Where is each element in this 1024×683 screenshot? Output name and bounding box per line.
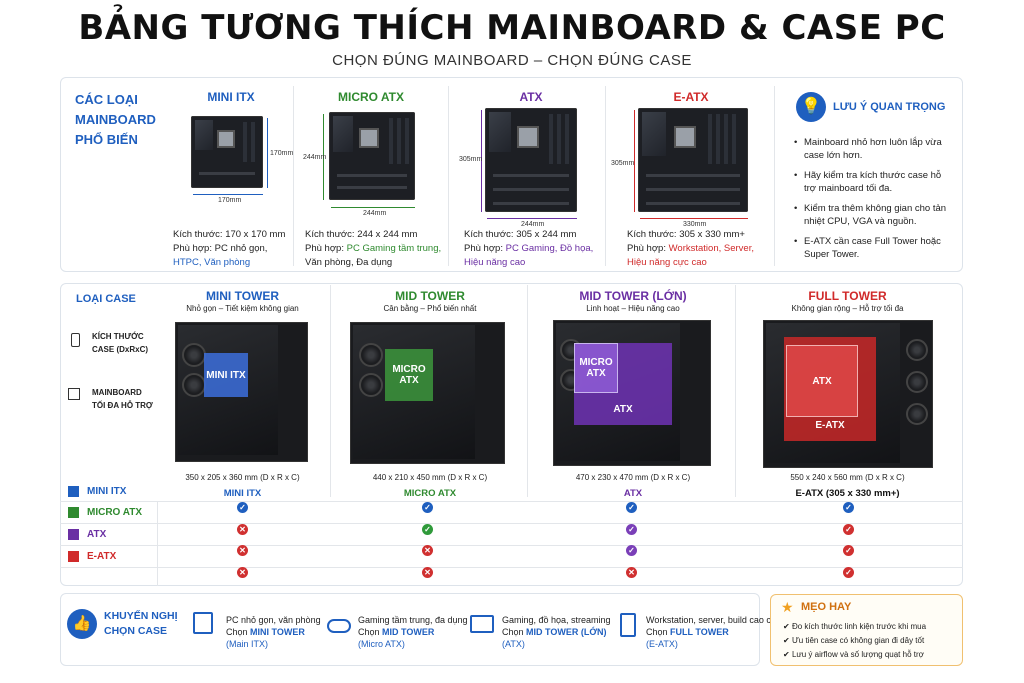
case-max-mid-tower: MICRO ATX	[403, 488, 457, 499]
case-max-full-tower: E-ATX (305 x 330 mm+)	[795, 488, 900, 499]
case-max-mid-tower-large: ATX	[623, 488, 643, 499]
micro-atx-overlay-large: MICRO ATX	[574, 343, 618, 393]
case-name-mid-tower: MID TOWER	[395, 289, 465, 303]
legend-atx-swatch	[68, 529, 79, 540]
box-icon	[193, 612, 213, 634]
mini-itx-spec: Kích thước: 170 x 170 mm Phù hợp: PC nhỏ…	[173, 229, 286, 268]
case-desc-mid-tower: Cân bằng – Phổ biến nhất	[383, 304, 477, 313]
notes-list: Mainboard nhỏ hơn luôn lắp vừa case lớn …	[794, 136, 954, 268]
x-icon: ✕	[237, 545, 248, 556]
mid-tower-large-case-image: ATX MICRO ATX	[553, 320, 711, 466]
case-size-full-tower: 550 x 240 x 560 mm (D x R x C)	[790, 473, 905, 482]
check-icon: ✓	[843, 502, 854, 513]
case-heading: LOẠI CASE	[76, 293, 136, 305]
check-icon: ✓	[626, 524, 637, 535]
case-desc-mid-tower-large: Linh hoạt – Hiệu năng cao	[586, 304, 680, 313]
tips-title: MẸO HAY	[801, 601, 852, 613]
case-name-full-tower: FULL TOWER	[808, 289, 887, 303]
rec-item-4: Workstation, server, build cao cấp Chọn …	[646, 615, 781, 649]
case-name-mini-tower: MINI TOWER	[205, 289, 280, 303]
atx-spec: Kích thước: 305 x 244 mm Phù hợp: PC Gam…	[464, 229, 594, 268]
x-icon: ✕	[626, 567, 637, 578]
mb-name-micro-atx: MICRO ATX	[338, 90, 404, 104]
legend-e-atx: E-ATX	[87, 551, 117, 562]
rec-item-1: PC nhỏ gọn, văn phòng Chọn MINI TOWER (M…	[226, 615, 321, 649]
legend-micro-atx-swatch	[68, 507, 79, 518]
check-icon: ✓	[422, 524, 433, 535]
case-desc-mini-tower: Nhỏ gọn – Tiết kiệm không gian	[186, 304, 299, 313]
e-atx-spec: Kích thước: 305 x 330 mm+ Phù hợp: Works…	[627, 229, 754, 268]
mini-itx-width-dim: 170mm	[218, 197, 242, 204]
e-atx-width-dim: 330mm	[683, 221, 707, 228]
check-icon: ✓	[843, 567, 854, 578]
case-size-mid-tower-large: 470 x 230 x 470 mm (D x R x C)	[575, 473, 691, 482]
page-title: BẢNG TƯƠNG THÍCH MAINBOARD & CASE PC	[78, 8, 946, 48]
check-icon: ✓	[626, 502, 637, 513]
e-atx-board-image	[638, 108, 748, 212]
mini-tower-case-image: MINI ITX	[175, 322, 308, 462]
check-icon: ✓	[843, 524, 854, 535]
chip-icon	[68, 388, 80, 400]
mini-itx-board-image	[191, 116, 263, 188]
page-subtitle: CHỌN ĐÚNG MAINBOARD – CHỌN ĐÚNG CASE	[332, 52, 692, 69]
rec-item-2: Gaming tầm trung, đa dụng Chọn MID TOWER…	[358, 615, 468, 649]
x-icon: ✕	[237, 567, 248, 578]
ruler-icon	[71, 333, 80, 347]
e-atx-height-dim: 305mm	[611, 160, 635, 167]
tips-panel	[770, 594, 963, 666]
atx-overlay-full: ATX	[786, 345, 858, 417]
legend-mini-itx-swatch	[68, 486, 79, 497]
case-desc-full-tower: Không gian rộng – Hỗ trợ tối đa	[791, 304, 904, 313]
mini-itx-height-dim: 170mm	[270, 150, 294, 157]
legend-mini-itx: MINI ITX	[87, 486, 127, 497]
check-icon: ✓	[626, 545, 637, 556]
legend-e-atx-swatch	[68, 551, 79, 562]
monitor-icon	[470, 615, 494, 633]
tips-list: ✔ Đo kích thước linh kiện trước khi mua …	[783, 622, 927, 659]
case-max-mini-tower: MINI ITX	[223, 488, 262, 499]
full-tower-case-image: E-ATX ATX	[763, 320, 933, 468]
notes-title: LƯU Ý QUAN TRỌNG	[833, 101, 946, 113]
legend-micro-atx: MICRO ATX	[87, 507, 142, 518]
case-name-mid-tower-large: MID TOWER (LỚN)	[579, 289, 687, 303]
thumbs-up-icon: 👍	[67, 609, 97, 639]
mid-tower-case-image: MICRO ATX	[350, 322, 505, 464]
mb-name-mini-itx: MINI ITX	[207, 90, 255, 104]
x-icon: ✕	[422, 545, 433, 556]
micro-atx-board-image	[329, 112, 415, 200]
micro-atx-width-dim: 244mm	[363, 210, 387, 217]
legend-atx: ATX	[87, 529, 107, 540]
lightbulb-icon: 💡	[796, 92, 826, 122]
mid-tower-overlay: MICRO ATX	[385, 349, 433, 401]
case-size-mini-tower: 350 x 205 x 360 mm (D x R x C)	[185, 473, 300, 482]
mb-name-e-atx: E-ATX	[673, 90, 709, 104]
micro-atx-spec: Kích thước: 244 x 244 mm Phù hợp: PC Gam…	[305, 229, 442, 268]
mini-tower-overlay: MINI ITX	[204, 353, 248, 397]
x-icon: ✕	[422, 567, 433, 578]
micro-atx-height-dim: 244mm	[303, 154, 327, 161]
case-size-mid-tower: 440 x 210 x 450 mm (D x R x C)	[372, 473, 488, 482]
check-icon: ✓	[237, 502, 248, 513]
rec-item-3: Gaming, đồ họa, streaming Chọn MID TOWER…	[502, 615, 611, 649]
atx-width-dim: 244mm	[521, 221, 545, 228]
atx-height-dim: 305mm	[459, 156, 483, 163]
gamepad-icon	[327, 619, 351, 633]
check-icon: ✓	[843, 545, 854, 556]
mb-name-atx: ATX	[519, 90, 543, 104]
server-icon	[620, 613, 636, 637]
x-icon: ✕	[237, 524, 248, 535]
atx-board-image	[485, 108, 577, 212]
recommend-panel	[60, 593, 760, 666]
check-icon: ✓	[422, 502, 433, 513]
star-icon: ★	[781, 599, 794, 615]
